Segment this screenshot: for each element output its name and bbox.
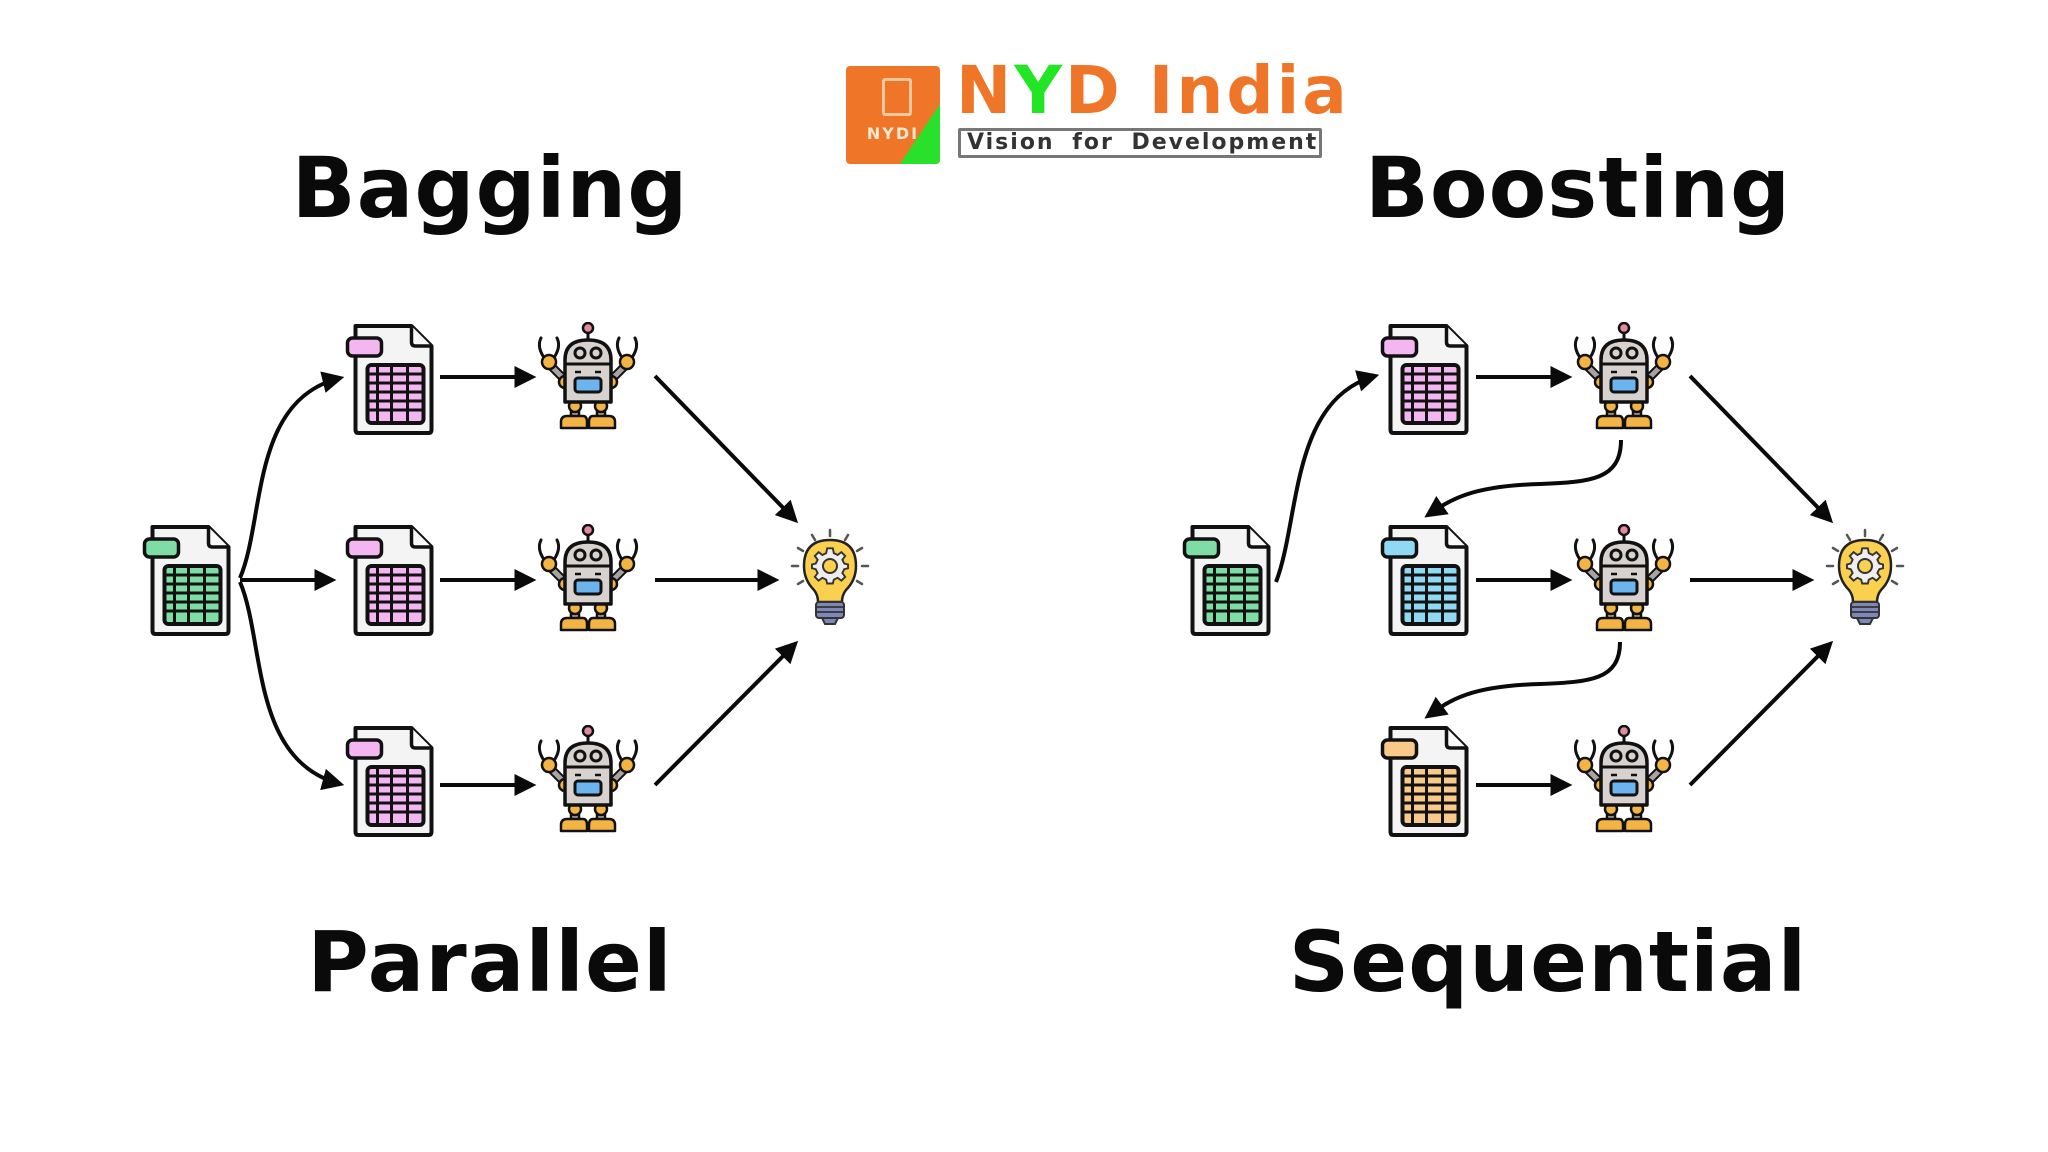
bagging-source-dataset-icon	[145, 527, 229, 634]
boosting-output-lightbulb-gear-icon	[1825, 528, 1905, 626]
bagging-arrow-to-subset-3	[238, 581, 345, 791]
bagging-subset-1-icon	[348, 326, 432, 433]
bagging-model-1-robot-icon	[539, 323, 636, 428]
boosting-model-1-robot-icon	[1575, 323, 1672, 428]
boosting-arrow-model1-to-output	[1688, 374, 1834, 524]
nyd-india-logo: NYDI NYD India Vision for Development	[846, 58, 1347, 166]
logo-name-y: Y	[1014, 52, 1066, 129]
bagging-arrow-model1-to-output	[653, 374, 799, 524]
building-icon	[882, 78, 912, 116]
bagging-subset-3-icon	[348, 728, 432, 835]
bagging-subset-2-icon	[348, 527, 432, 634]
boosting-model-2-robot-icon	[1575, 525, 1672, 630]
boosting-arrow-model3-to-output	[1688, 640, 1834, 787]
boosting-subset-2-icon	[1383, 527, 1467, 634]
logo-name-n: N	[956, 52, 1015, 129]
logo-badge-text: NYDI	[866, 124, 920, 143]
boosting-title: Boosting	[1364, 139, 1792, 237]
bagging-title: Bagging	[291, 139, 689, 237]
boosting-arrow-model1-to-subset2	[1424, 439, 1623, 518]
boosting-subset-3-icon	[1383, 728, 1467, 835]
bagging-arrow-model3-to-output	[653, 640, 799, 787]
logo-name-rest: D India	[1065, 52, 1350, 129]
bagging-diagram	[145, 323, 870, 835]
bagging-output-lightbulb-gear-icon	[790, 528, 870, 626]
boosting-arrow-model2-to-subset3	[1424, 641, 1622, 719]
logo-badge: NYDI	[846, 66, 940, 164]
bagging-arrow-to-subset-1	[238, 371, 345, 579]
parallel-label: Parallel	[307, 913, 673, 1011]
boosting-diagram	[1185, 323, 1905, 835]
boosting-subset-1-icon	[1383, 326, 1467, 433]
bagging-model-3-robot-icon	[539, 726, 636, 831]
sequential-label: Sequential	[1288, 913, 1808, 1011]
logo-name: NYD India	[956, 58, 1350, 124]
bagging-model-2-robot-icon	[539, 525, 636, 630]
boosting-source-dataset-icon	[1185, 527, 1269, 634]
boosting-model-3-robot-icon	[1575, 726, 1672, 831]
boosting-arrow-to-subset-1	[1274, 370, 1380, 583]
logo-tagline: Vision for Development	[958, 128, 1322, 158]
